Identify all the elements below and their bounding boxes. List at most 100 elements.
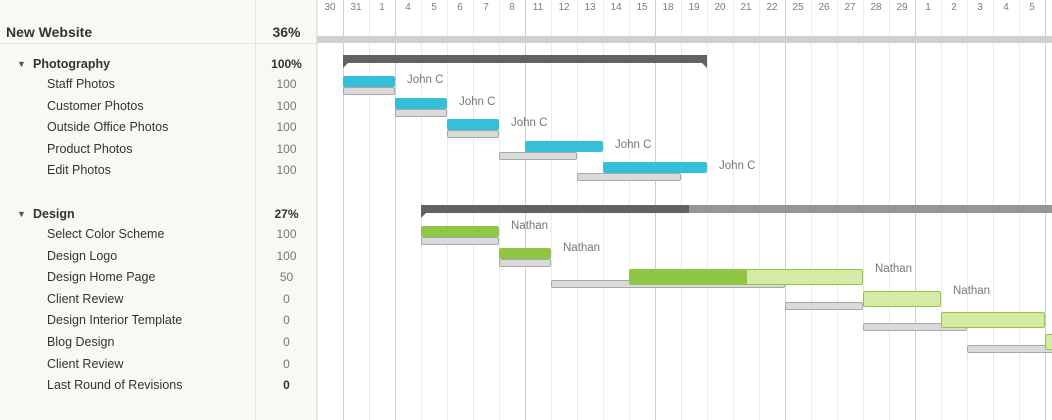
date-label: 18 [662, 2, 674, 13]
date-label: 8 [509, 2, 515, 13]
task-percent: 100 [276, 163, 297, 178]
collapse-triangle-icon[interactable]: ▼ [17, 209, 26, 219]
task-name[interactable]: Select Color Scheme [47, 227, 165, 241]
task-percent: 100 [276, 98, 297, 113]
date-label: 12 [558, 2, 570, 13]
grid-line [317, 0, 318, 420]
date-label: 15 [636, 2, 648, 13]
date-label: 5 [431, 2, 437, 13]
date-label: 21 [740, 2, 752, 13]
date-label: 28 [870, 2, 882, 13]
baseline-bar [343, 87, 395, 95]
task-bar[interactable] [395, 97, 447, 109]
assignee-label: John C [459, 95, 496, 108]
task-percent: 0 [283, 335, 290, 349]
task-percent: 100 [276, 227, 297, 241]
grid-line [369, 0, 370, 420]
task-percent: 50 [279, 270, 294, 285]
task-bar[interactable] [603, 162, 707, 174]
date-label: 13 [584, 2, 596, 13]
task-name[interactable]: Design Interior Template [47, 313, 183, 328]
baseline-bar [395, 108, 447, 117]
task-bar[interactable] [499, 247, 551, 259]
task-name[interactable]: Staff Photos [47, 77, 115, 91]
task-name[interactable]: Design Logo [47, 248, 118, 263]
date-label: 11 [532, 2, 544, 13]
assignee-label: John C [407, 74, 444, 86]
task-name[interactable]: Last Round of Revisions [47, 378, 183, 393]
task-bar[interactable] [447, 119, 499, 131]
group-percent: 27% [274, 207, 299, 221]
project-summary-bar [317, 36, 1052, 43]
percent-column [256, 0, 317, 420]
group-summary-progress [421, 205, 689, 213]
task-name[interactable]: Product Photos [47, 141, 133, 156]
baseline-bar [967, 345, 1052, 353]
date-label: 14 [610, 2, 622, 13]
baseline-bar [499, 258, 551, 267]
task-progress [630, 270, 747, 285]
project-percent: 36% [272, 24, 301, 40]
task-bar[interactable] [421, 226, 499, 237]
date-label: 1 [379, 2, 385, 13]
task-bar[interactable] [941, 312, 1045, 329]
group-name[interactable]: Photography [33, 57, 111, 71]
baseline-bar [421, 237, 499, 245]
assignee-label: John C [719, 160, 756, 173]
assignee-label: John C [615, 138, 652, 151]
date-label: 6 [457, 2, 463, 13]
task-bar[interactable] [525, 140, 603, 152]
task-percent: 0 [283, 378, 290, 393]
task-percent: 100 [276, 120, 297, 135]
task-name[interactable]: Design Home Page [47, 270, 156, 285]
date-label: 7 [483, 2, 489, 13]
task-percent: 100 [276, 141, 297, 156]
group-summary-bar[interactable] [343, 55, 707, 63]
task-bar[interactable] [1045, 334, 1052, 350]
date-label: 27 [844, 2, 856, 13]
date-label: 22 [766, 2, 778, 13]
date-label: 4 [1003, 2, 1009, 13]
group-name[interactable]: Design [33, 207, 75, 221]
date-label: 31 [350, 2, 362, 13]
task-name[interactable]: Edit Photos [47, 163, 111, 178]
baseline-bar [499, 151, 577, 160]
summary-left-tick [343, 63, 348, 68]
task-percent: 100 [276, 248, 297, 263]
task-name[interactable]: Customer Photos [47, 98, 144, 113]
assignee-label: Nathan [953, 284, 991, 297]
date-label: 5 [1029, 2, 1035, 13]
task-percent: 0 [283, 313, 290, 328]
group-summary-progress [343, 55, 707, 63]
task-name[interactable]: Client Review [47, 356, 124, 371]
grid-line [395, 0, 396, 420]
baseline-bar [577, 173, 681, 182]
task-name[interactable]: Outside Office Photos [47, 120, 169, 135]
task-name[interactable]: Blog Design [47, 335, 115, 349]
task-name[interactable]: Client Review [47, 291, 124, 306]
date-label: 3 [977, 2, 983, 13]
task-percent: 0 [283, 291, 290, 306]
date-label: 26 [818, 2, 830, 13]
group-percent: 100% [271, 57, 302, 71]
task-bar[interactable] [343, 76, 395, 87]
date-label: 29 [896, 2, 908, 13]
group-summary-bar[interactable] [421, 205, 1052, 213]
task-bar[interactable] [863, 290, 941, 307]
date-label: 2 [951, 2, 957, 13]
assignee-label: Nathan [511, 220, 549, 232]
assignee-label: John C [511, 117, 548, 130]
grid-line [343, 0, 344, 420]
baseline-bar [785, 301, 863, 310]
date-label: 19 [688, 2, 700, 13]
date-label: 30 [324, 2, 336, 13]
assignee-label: Nathan [563, 241, 601, 254]
date-label: 4 [405, 2, 411, 13]
collapse-triangle-icon[interactable]: ▼ [17, 59, 26, 69]
task-bar[interactable] [629, 269, 863, 286]
assignee-label: Nathan [875, 263, 913, 276]
date-label: 20 [714, 2, 726, 13]
date-label: 25 [792, 2, 804, 13]
task-list-panel [0, 0, 256, 420]
